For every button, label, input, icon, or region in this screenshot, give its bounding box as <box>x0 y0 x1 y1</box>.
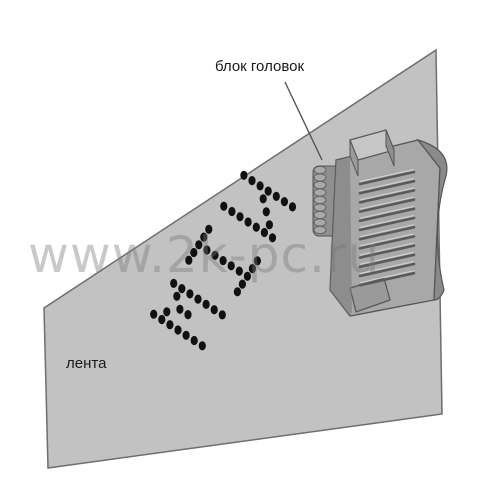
tape-label: лента <box>66 355 107 372</box>
head-rib <box>358 189 416 204</box>
tape-dot <box>280 197 288 207</box>
tape-dot <box>211 250 219 260</box>
tape-dot <box>235 266 243 276</box>
tape-dot <box>228 206 236 217</box>
tape-dot <box>220 201 228 211</box>
head-body-side <box>416 138 448 301</box>
head-rib-highlight <box>359 214 415 229</box>
tape-dot <box>202 299 210 309</box>
tape-dot <box>166 320 174 330</box>
head-rib-highlight <box>359 196 415 210</box>
head-rib-highlight <box>359 205 415 219</box>
head-rib-highlight <box>359 260 415 275</box>
tape-dot <box>173 291 181 301</box>
head-rib-highlight <box>359 187 415 201</box>
head-rib <box>358 235 416 250</box>
head-rib-highlight <box>359 168 415 183</box>
needle-tip <box>313 195 327 204</box>
needle-tip <box>313 225 327 234</box>
head-rib-highlight <box>359 270 415 284</box>
tape-dot <box>238 279 246 289</box>
tape-dot <box>262 207 270 217</box>
needle-tip <box>313 210 327 219</box>
tape-dot <box>174 325 182 335</box>
tape-dot <box>176 304 184 314</box>
tape-dot <box>253 256 261 266</box>
tape-dot <box>150 309 158 319</box>
tape-dot <box>265 220 273 230</box>
tape-dot <box>248 176 256 186</box>
head-needle-ribs <box>358 168 416 287</box>
tape-dot <box>163 307 171 317</box>
needle-tip <box>313 180 327 189</box>
head-rib-highlight <box>359 242 415 256</box>
tape-dot <box>219 256 227 266</box>
head-rib <box>358 244 416 259</box>
tape-dot <box>244 217 252 227</box>
needle-tip <box>313 188 327 197</box>
tape-dot-letters <box>150 170 297 351</box>
head-rib <box>358 198 416 213</box>
head-rib <box>358 225 416 241</box>
needle-tip <box>313 173 327 182</box>
needle-tip <box>313 165 327 174</box>
tape-dot <box>190 247 198 258</box>
needle-tip <box>313 218 327 227</box>
tape-dot <box>186 289 194 299</box>
tape-dot <box>195 240 203 250</box>
tape-dot <box>259 194 267 204</box>
head-block-label: блок головок <box>215 58 305 75</box>
head-rib-highlight <box>359 178 415 192</box>
head-rib-highlight <box>359 251 415 265</box>
tape-dot <box>248 264 256 274</box>
tape-dot <box>178 284 186 294</box>
head-rib-highlight <box>359 233 415 247</box>
print-head-block <box>312 129 448 317</box>
head-block-leader-line <box>284 81 323 161</box>
tape-dot <box>158 314 166 325</box>
tape-dot <box>268 233 277 243</box>
head-rib <box>358 170 416 186</box>
tape-dot <box>205 224 213 234</box>
needle-tip <box>313 203 327 212</box>
head-rib <box>358 207 416 223</box>
tape <box>43 48 443 469</box>
tape-dot <box>264 186 272 196</box>
tape-dot <box>260 227 268 238</box>
head-rib <box>358 271 416 287</box>
tape-dot <box>227 261 235 271</box>
head-rib <box>358 253 416 269</box>
tape-dot <box>252 222 260 232</box>
tape-dot <box>170 278 178 288</box>
tape-dot <box>288 202 297 212</box>
tape-dot <box>272 191 280 201</box>
tape-dot <box>190 335 198 346</box>
tape-dot <box>256 181 264 191</box>
head-rib-highlight <box>359 224 415 238</box>
tape-dot <box>210 305 218 315</box>
tape-dot <box>198 341 206 351</box>
tape-dot <box>203 245 211 255</box>
tape-dot <box>243 271 251 281</box>
tape-dot <box>194 294 202 304</box>
tape-dot <box>233 287 241 297</box>
tape-dot <box>240 170 248 180</box>
tape-dot <box>236 212 244 222</box>
tape-dot <box>200 232 208 242</box>
tape-dot <box>182 330 190 340</box>
head-rib <box>358 216 416 232</box>
head-rib <box>358 262 416 278</box>
tape-dot <box>185 255 193 265</box>
head-rib <box>358 179 416 195</box>
tape-dot <box>184 310 192 320</box>
tape-dot <box>218 310 226 320</box>
